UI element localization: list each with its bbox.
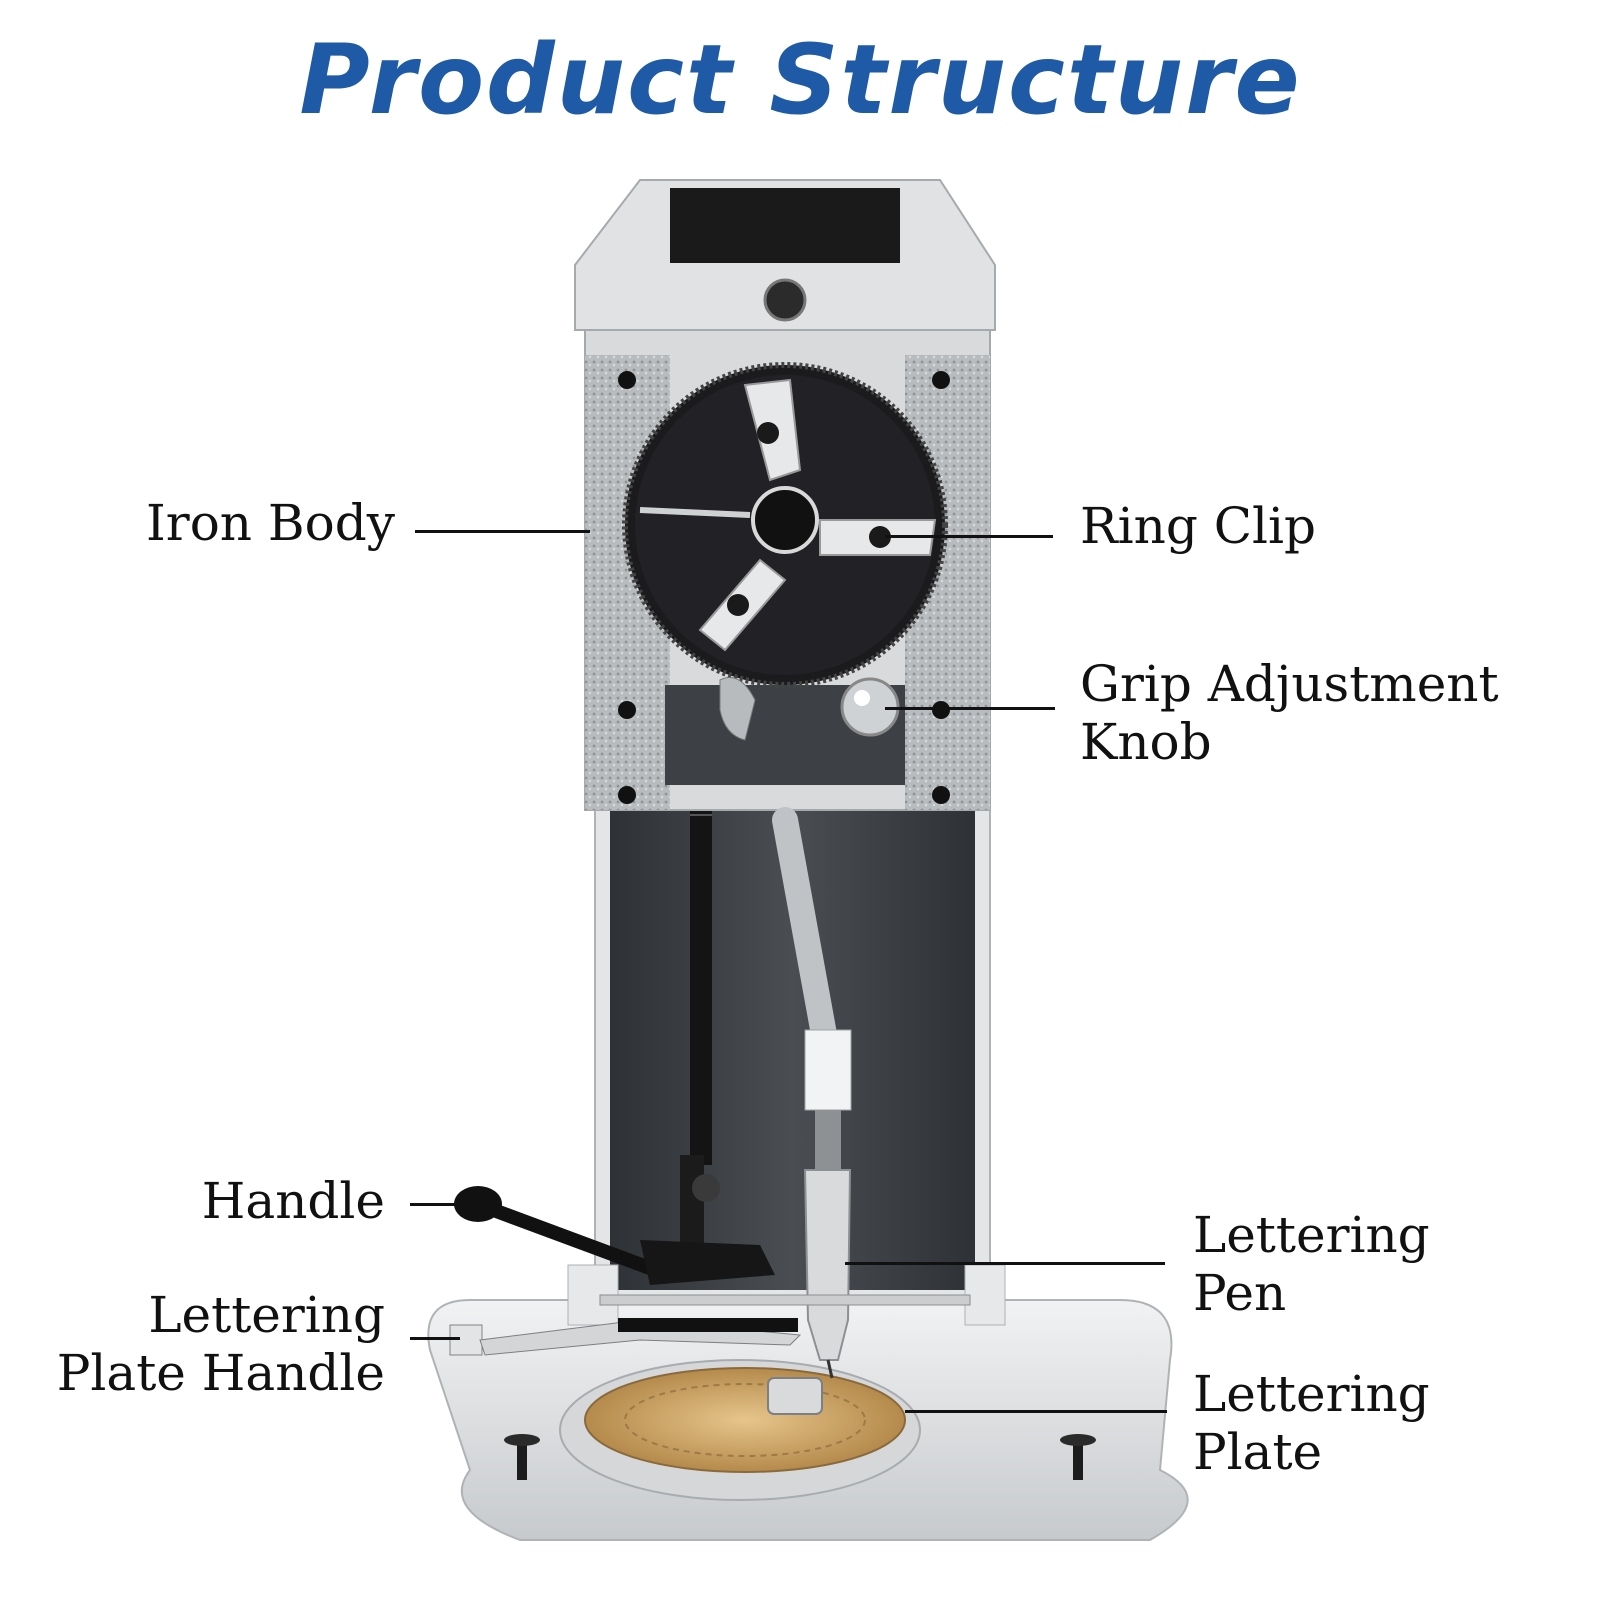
label-ring-clip: Ring Clip [1080,497,1316,555]
leader-ring-clip [885,535,1053,538]
lettering-plate [584,1367,906,1473]
lettering-pen [772,807,852,1379]
guide-rod [599,1294,971,1306]
label-iron-body: Iron Body [146,494,395,552]
lettering-plate-handle [449,1318,802,1356]
leader-lettering-plate [905,1410,1167,1413]
label-lettering-plate-handle: Lettering Plate Handle [56,1286,385,1402]
rack-rod [690,805,712,1165]
leader-handle [410,1203,480,1206]
leader-iron-body [415,530,590,533]
handle [454,1155,775,1285]
page-title: Product Structure [299,24,1302,136]
label-lettering-plate: Lettering Plate [1193,1365,1430,1481]
label-handle: Handle [201,1172,385,1230]
leader-lettering-pen [845,1262,1165,1265]
label-lettering-pen: Lettering Pen [1193,1206,1430,1322]
leader-lettering-plate-handle [410,1337,460,1340]
leveling-feet [504,1434,1096,1480]
leader-grip-adjustment-knob [885,707,1055,710]
label-grip-adjustment-knob: Grip Adjustment Knob [1080,655,1499,771]
grip-adjustment-knob [719,677,900,741]
ring-clip [622,362,948,688]
